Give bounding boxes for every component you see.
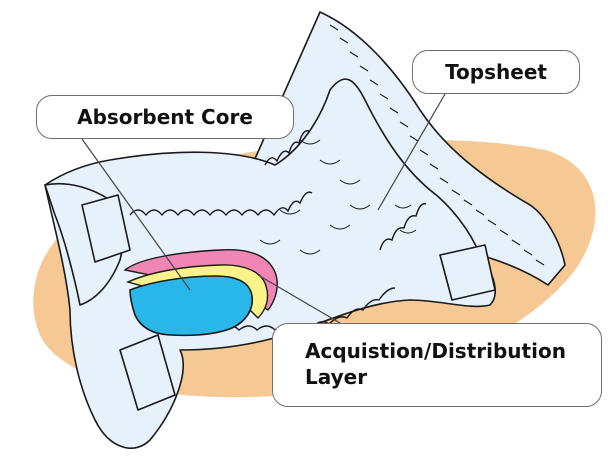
label-absorbent-core: Absorbent Core [77, 104, 253, 130]
callout-absorbent-core: Absorbent Core [36, 95, 294, 139]
label-topsheet: Topsheet [445, 59, 547, 85]
label-acquisition-line1: Acquistion/Distribution [305, 338, 601, 364]
callout-acquisition-distribution-layer: Acquistion/Distribution Layer [272, 323, 602, 407]
absorbent-core-shape [130, 276, 252, 335]
callout-topsheet: Topsheet [412, 50, 580, 94]
label-acquisition-line2: Layer [305, 364, 601, 390]
